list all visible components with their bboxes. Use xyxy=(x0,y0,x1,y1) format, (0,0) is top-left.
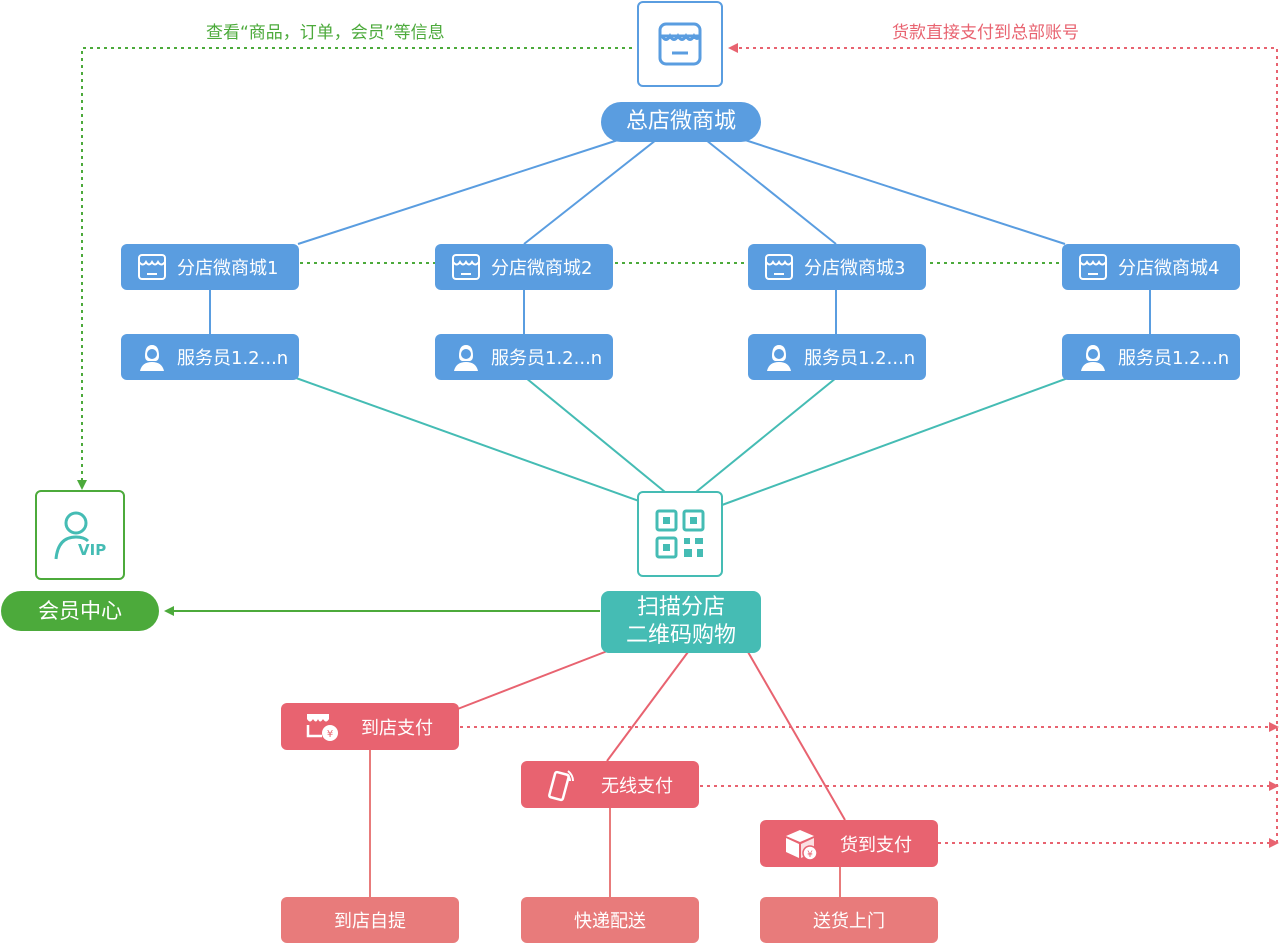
payment-label: 到店支付 xyxy=(361,717,433,739)
staff-icon xyxy=(447,340,485,374)
branch-store-3: 分店微商城3 xyxy=(748,244,926,290)
scan-pay2-line xyxy=(606,651,689,762)
hq-label: 总店微商城 xyxy=(601,102,761,142)
package-icon: ¥ xyxy=(782,827,820,861)
scan-line1: 扫描分店 xyxy=(636,595,725,620)
payment-to-hq-note: 货款直接支付到总部账号 xyxy=(892,23,1079,43)
staff-label: 服务员1.2...n xyxy=(1118,348,1230,369)
branch-store-1: 分店微商城1 xyxy=(121,244,299,290)
branch-label: 分店微商城2 xyxy=(491,258,593,279)
staff-icon xyxy=(133,340,171,374)
qr-tile xyxy=(637,491,723,577)
staff4-scan-line xyxy=(721,377,1069,506)
scan-pay3-line xyxy=(747,651,846,821)
staff-box-4: 服务员1.2...n xyxy=(1062,334,1240,380)
vip-user-icon: VIP xyxy=(54,511,106,560)
view-info-note: 查看“商品，订单，会员”等信息 xyxy=(206,23,445,43)
payment-label: 货到支付 xyxy=(840,834,912,856)
member-center-label: 会员中心 xyxy=(1,591,159,631)
store-icon xyxy=(447,250,485,284)
staff1-scan-line xyxy=(295,377,651,506)
store-icon xyxy=(133,250,171,284)
hq-branch3-line xyxy=(705,139,837,245)
staff-icon xyxy=(760,340,798,374)
staff-box-2: 服务员1.2...n xyxy=(435,334,613,380)
view-info-arrow xyxy=(77,47,632,490)
branch-label: 分店微商城4 xyxy=(1118,258,1220,279)
svg-text:¥: ¥ xyxy=(327,729,333,740)
store-icon xyxy=(760,250,798,284)
scan-qr-label: 扫描分店 二维码购物 xyxy=(601,591,761,653)
fulfil-box-3: 送货上门 xyxy=(760,897,938,943)
staff-label: 服务员1.2...n xyxy=(177,348,289,369)
store-icon xyxy=(1074,250,1112,284)
branch-store-2: 分店微商城2 xyxy=(435,244,613,290)
hq-branch2-line xyxy=(523,139,657,245)
qr-code-icon xyxy=(655,509,705,559)
mobile-phone-icon xyxy=(543,768,581,802)
store-icon xyxy=(658,22,702,66)
store-payment-icon: ¥ xyxy=(303,710,341,744)
branch-label: 分店微商城3 xyxy=(804,258,906,279)
hq-store-tile xyxy=(637,1,723,87)
member-tile: VIP xyxy=(35,490,125,580)
staff-box-1: 服务员1.2...n xyxy=(121,334,299,380)
staff3-scan-line xyxy=(695,377,837,493)
svg-text:VIP: VIP xyxy=(78,541,106,559)
staff-icon xyxy=(1074,340,1112,374)
scan-line2: 二维码购物 xyxy=(625,623,736,648)
fulfil-box-2: 快递配送 xyxy=(521,897,699,943)
payment-to-hq-arrow xyxy=(728,43,1278,843)
staff-label: 服务员1.2...n xyxy=(804,348,916,369)
hq-branch1-line xyxy=(297,139,619,245)
staff2-scan-line xyxy=(525,377,666,493)
scan-pay1-line xyxy=(454,649,611,711)
fulfil-box-1: 到店自提 xyxy=(281,897,459,943)
branch-store-4: 分店微商城4 xyxy=(1062,244,1240,290)
payment-box-1: ¥ 到店支付 xyxy=(281,703,459,750)
payment-label: 无线支付 xyxy=(601,775,673,797)
staff-box-3: 服务员1.2...n xyxy=(748,334,926,380)
branch-label: 分店微商城1 xyxy=(177,258,279,279)
payment-box-2: 无线支付 xyxy=(521,761,699,808)
payment-box-3: ¥ 货到支付 xyxy=(760,820,938,867)
svg-text:¥: ¥ xyxy=(807,850,813,860)
staff-label: 服务员1.2...n xyxy=(491,348,603,369)
hq-branch4-line xyxy=(744,139,1066,245)
